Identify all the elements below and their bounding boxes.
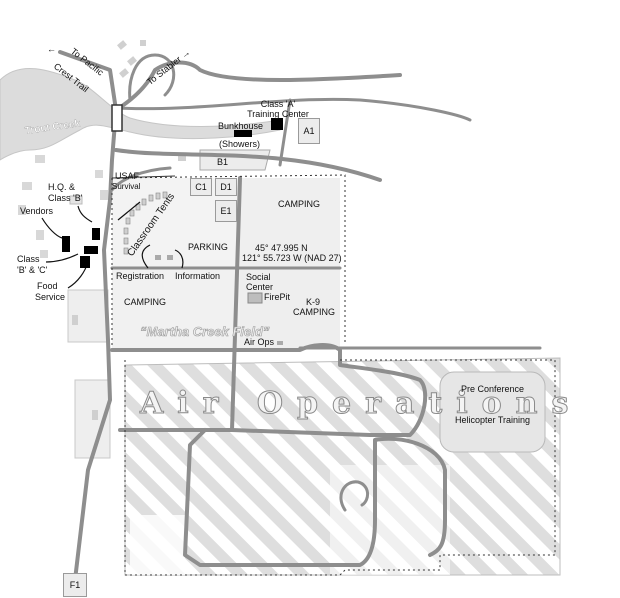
parcel [140,40,146,46]
parcel [40,250,48,258]
zone-a1: A1 [298,118,320,144]
air-ops-white-patch [130,515,185,575]
class-a-building [271,118,283,130]
martha-creek-field-label: “Martha Creek Field” [140,324,270,340]
fence-corner [111,175,176,179]
zone-f1: F1 [63,573,87,597]
bunkhouse-label: Bunkhouse [218,121,264,131]
bridge [111,104,123,132]
parcel [22,182,32,190]
zone-e1: E1 [215,200,237,222]
usaf-label-1: USAF [115,171,140,181]
k9-label-2: CAMPING [293,307,336,317]
vendors-label: Vendors [20,206,54,216]
bunkhouse-building [234,130,252,137]
camping-w-label: CAMPING [124,297,167,307]
air-ops-white-patch-2 [330,465,450,575]
class-b-building [84,246,98,254]
parcel [72,315,78,325]
parcel [69,195,83,205]
air-ops-label: Air Ops [244,337,275,347]
parcel [119,68,129,78]
social-center-label-1: Social [246,272,271,282]
class-bc-label-2: 'B' & 'C' [17,265,48,275]
fences [111,174,556,576]
road-top-east [116,97,472,122]
coords-line2: 121° 55.723 W (NAD 27) [242,253,342,263]
parcel [35,155,45,163]
road-a-center [278,98,292,167]
zone-b1-label: B1 [217,157,229,167]
food-building [80,256,90,268]
road-air-inner-loop [183,428,447,567]
class-a-label-1: Class 'A' [260,99,296,109]
pre-conference-label-1: Pre Conference [460,384,525,394]
road-center-vertical [230,176,242,432]
coords-line1: 45° 47.995 N [255,243,308,253]
class-bc-label-1: Class [17,254,40,264]
road-stabler-loop [128,53,176,102]
camping-ne-label: CAMPING [278,199,321,209]
parcel [36,230,44,240]
zone-c1: C1 [190,178,212,196]
road-usaf [110,166,172,192]
fence-field [111,174,346,345]
pre-conference-label-2: Helicopter Training [454,415,531,425]
road-to-b1 [114,148,382,182]
main-road-west [58,50,118,582]
field-zone-camping-ne [240,178,340,268]
road-air-ops [110,343,428,437]
to-pacific-arrow: ← [47,44,56,54]
information-label: Information [175,271,221,281]
air-operations-label: Air Operations [139,386,583,422]
hq-label-2: Class 'B' [48,193,83,203]
road-hook [339,480,369,512]
class-a-label-2: Training Center [247,109,309,119]
parcel [92,410,98,420]
social-center-label-2: Center [246,282,274,292]
k9-label-1: K-9 [306,297,321,307]
air-ops-box [277,341,283,345]
roads [58,50,542,582]
showers-label: (Showers) [219,139,261,149]
parcel [117,40,127,50]
hq-building [92,228,100,240]
food-label-1: Food [37,281,58,291]
food-label-2: Service [35,292,66,302]
parcel [18,205,26,215]
information-booth [167,255,173,260]
hq-label-1: H.Q. & [48,182,76,192]
registration-booth [155,255,161,260]
parcel [100,190,108,200]
buildings [62,118,283,268]
registration-label: Registration [116,271,165,281]
pre-conference-zone [439,371,546,453]
field-zone-camping-w [112,268,240,348]
parcel [178,153,186,161]
field-zone-social [240,268,340,348]
parcel [95,170,103,178]
parcel [127,56,137,66]
firepit-label: FirePit [264,292,291,302]
fence-air-ops [124,360,556,576]
parking-label: PARKING [188,242,228,252]
road-north [114,60,402,112]
classroom-tents [123,191,168,255]
usaf-label-2: Survival [112,182,141,191]
zone-d1: D1 [215,178,237,196]
vendors-building [62,236,70,252]
firepit [247,292,263,304]
